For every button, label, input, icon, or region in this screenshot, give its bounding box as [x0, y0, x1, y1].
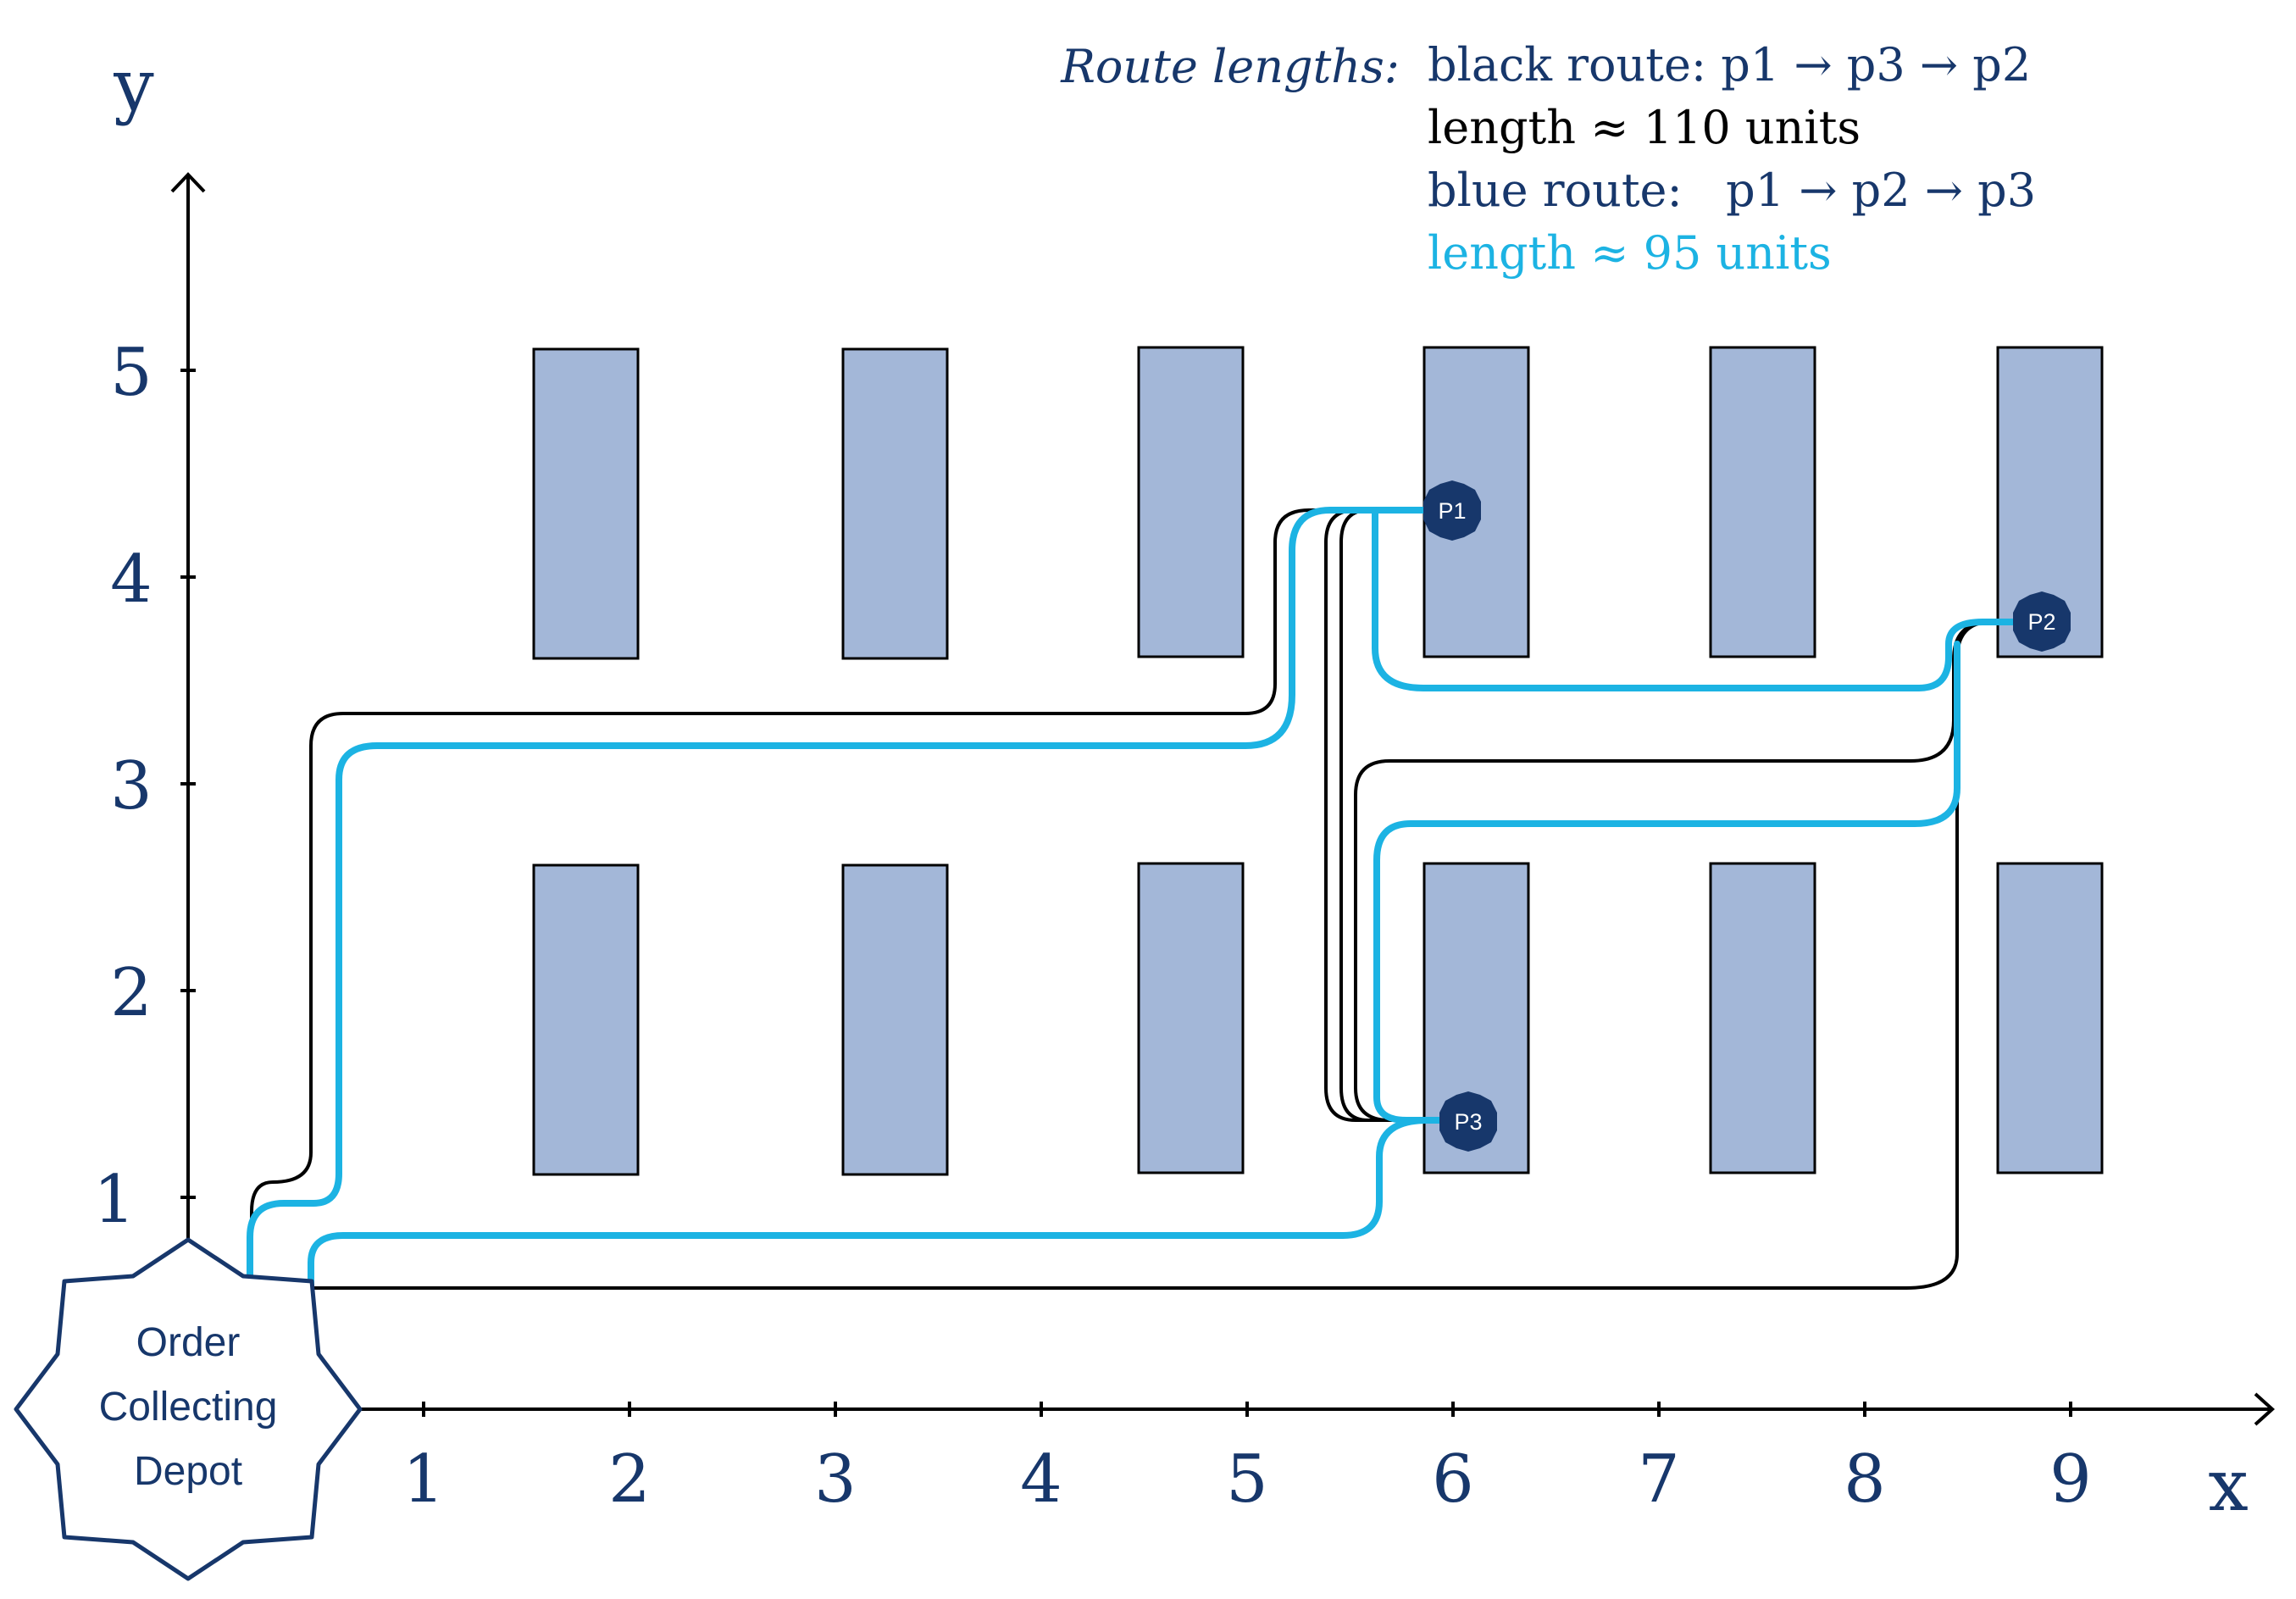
shelf-bottom-5	[1709, 862, 1816, 1174]
shelf-top-5	[1709, 346, 1816, 658]
black-route-p3-to-p2	[1354, 620, 2042, 1122]
pick-point-p2: P2	[2013, 591, 2071, 652]
blue-route-p1-to-p2	[1372, 507, 2037, 691]
x-tick-labels: 1 2 3 4 5 6 7 8 9	[402, 1441, 2092, 1518]
legend-black-length: length ≈ 110 units	[1428, 101, 1861, 154]
legend-blue-length: length ≈ 95 units	[1428, 226, 1832, 280]
x-tick-label: 6	[1432, 1441, 1474, 1518]
depot-label-line-1: Order	[136, 1320, 241, 1365]
x-tick-label: 7	[1638, 1441, 1680, 1518]
x-tick-label: 5	[1226, 1441, 1268, 1518]
pick-point-marker-icon	[1439, 1091, 1497, 1152]
legend: Route lengths: black route: p1 → p3 → p2…	[1060, 38, 2036, 280]
y-tick-label: 4	[110, 541, 153, 618]
x-tick-label: 8	[1844, 1441, 1886, 1518]
pick-point-label: P2	[2027, 609, 2055, 635]
blue-route-p3-to-depot	[308, 1117, 1431, 1290]
pick-point-marker-icon	[2013, 591, 2071, 652]
black-route-depot-to-p1	[250, 508, 1423, 1229]
depot-octagram-icon	[14, 1237, 363, 1581]
shelf-top-1	[532, 347, 640, 660]
axes	[170, 172, 2275, 1426]
shelf-top-3	[1137, 346, 1245, 658]
legend-black-route: black route: p1 → p3 → p2	[1428, 38, 2031, 92]
y-tick-label: 1	[93, 1162, 136, 1238]
black-route-p1-to-p3-inner	[1339, 508, 1423, 1122]
x-tick-label: 4	[1020, 1441, 1062, 1518]
y-tick-labels: 5 4 3 2 1	[93, 335, 153, 1238]
pick-point-p3: P3	[1439, 1091, 1497, 1152]
order-collecting-depot: Order Collecting Depot	[14, 1237, 363, 1581]
shelf-bottom-2	[841, 863, 949, 1176]
legend-caption: Route lengths:	[1060, 40, 1400, 93]
blue-route-p2-to-p3	[1373, 641, 1960, 1124]
pick-point-marker-icon	[1423, 480, 1481, 541]
x-axis-label: x	[2208, 1444, 2248, 1527]
y-tick-label: 2	[110, 955, 153, 1031]
pick-point-p1: P1	[1423, 480, 1481, 541]
depot-label-line-3: Depot	[134, 1449, 242, 1494]
y-axis-arrowhead	[170, 172, 206, 193]
x-tick-label: 3	[814, 1441, 857, 1518]
shelf-bottom-1	[532, 863, 640, 1176]
depot-label-line-2: Collecting	[99, 1385, 278, 1430]
pick-point-label: P1	[1438, 498, 1466, 524]
blue-route	[247, 507, 2037, 1290]
pick-point-label: P3	[1454, 1109, 1482, 1135]
x-tick-label: 9	[2049, 1441, 2092, 1518]
shelf-bottom-3	[1137, 862, 1245, 1174]
legend-blue-route: blue route: p1 → p2 → p3	[1428, 164, 2036, 217]
y-tick-label: 3	[110, 748, 153, 824]
y-axis-label: y	[113, 44, 154, 127]
blue-route-depot-to-p1	[247, 507, 1427, 1279]
x-axis-arrowhead	[2254, 1392, 2275, 1426]
shelf-top-2	[841, 347, 949, 660]
y-tick-label: 5	[110, 335, 153, 411]
shelf-bottom-6	[1996, 862, 2104, 1174]
x-tick-label: 2	[608, 1441, 651, 1518]
x-tick-label: 1	[402, 1441, 445, 1518]
